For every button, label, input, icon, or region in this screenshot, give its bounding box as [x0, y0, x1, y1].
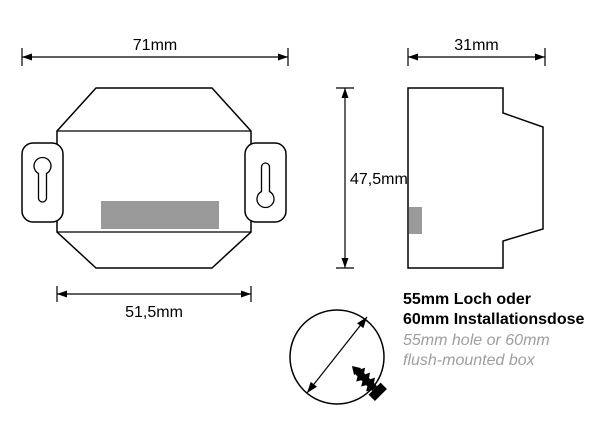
- front-view: [21, 87, 287, 269]
- screw-tip: [351, 365, 362, 376]
- arrowhead-right-icon: [241, 290, 251, 298]
- screw-thread: [369, 377, 375, 384]
- keyhole-slot-icon-right: [256, 162, 275, 209]
- dimension-depth: 31mm: [407, 37, 546, 66]
- dimension-height: 47,5mm: [336, 87, 408, 269]
- label-plate-side: [409, 207, 422, 234]
- arrowhead-left-icon: [408, 53, 418, 61]
- screw-shaft: [354, 368, 378, 392]
- screw-thread: [356, 375, 362, 382]
- arrowhead-upper-icon: [357, 317, 367, 329]
- arrowhead-right-icon: [535, 53, 545, 61]
- mounting-hole-circle: [289, 309, 385, 405]
- diameter-arrow-icon: [306, 316, 368, 394]
- diameter-line: [306, 316, 368, 394]
- screw-thread: [359, 367, 366, 374]
- side-view: [407, 87, 544, 269]
- arrowhead-right-icon: [278, 53, 288, 61]
- hole-detail: [289, 309, 387, 405]
- arrowhead-lower-icon: [307, 381, 317, 393]
- dim-label-body-width: 51,5mm: [125, 304, 183, 321]
- dim-label-height: 47,5mm: [350, 171, 408, 188]
- label-plate-front: [101, 201, 219, 229]
- note-de-line2: 60mm Installationsdose: [403, 311, 584, 328]
- note-de-line1: 55mm Loch oder: [403, 291, 531, 308]
- dim-label-outer-width: 71mm: [133, 37, 177, 54]
- screw-head: [368, 382, 387, 401]
- screw-thread: [364, 372, 370, 379]
- mounting-ear-right: [244, 142, 287, 223]
- dim-label-depth: 31mm: [454, 37, 498, 54]
- device-side-outline: [407, 87, 544, 269]
- dimension-body-width: 51,5mm: [56, 286, 252, 321]
- screw-icon: [351, 365, 387, 401]
- installation-note: 55mm Loch oder 60mm Installationsdose 55…: [403, 291, 584, 369]
- arrowhead-bottom-icon: [341, 258, 349, 268]
- screw-thread: [366, 385, 372, 392]
- note-en-line2: flush-mounted box: [403, 352, 536, 369]
- arrowhead-left-icon: [22, 53, 32, 61]
- device-body-outline: [56, 87, 252, 269]
- mounting-ear-left: [21, 142, 64, 223]
- note-en-line1: 55mm hole or 60mm: [403, 332, 550, 349]
- arrowhead-left-icon: [57, 290, 67, 298]
- dimension-outer-width: 71mm: [21, 37, 289, 66]
- arrowhead-top-icon: [341, 88, 349, 98]
- keyhole-slot-icon-left: [33, 156, 52, 203]
- screw-thread: [361, 380, 367, 387]
